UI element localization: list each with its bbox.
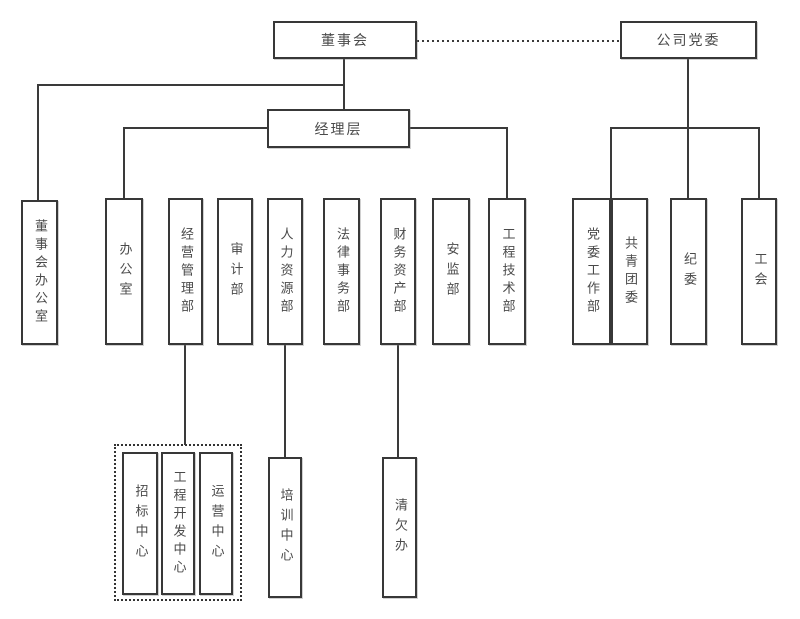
org-node-discipline-committee: 纪委	[670, 198, 707, 345]
org-node-audit: 审计部	[217, 198, 253, 345]
org-node-human-resources: 人力资源部	[267, 198, 303, 345]
org-node-management: 经理层	[267, 109, 410, 148]
org-node-general-office-label: 办公室	[116, 241, 132, 302]
org-node-labor-union: 工会	[741, 198, 777, 345]
org-node-training-center-label: 培训中心	[277, 487, 293, 568]
org-node-safety-supervision-label: 安监部	[443, 241, 459, 302]
org-node-party-work: 党委工作部	[572, 198, 611, 345]
org-node-engineering-development-center-label: 工程开发中心	[170, 469, 186, 578]
org-node-engineering-development-center: 工程开发中心	[161, 452, 195, 595]
org-node-party-committee-label: 公司党委	[656, 33, 721, 49]
org-node-party-work-label: 党委工作部	[584, 226, 599, 317]
org-node-business-management: 经营管理部	[168, 198, 203, 345]
org-node-operations-center-label: 运营中心	[208, 483, 224, 564]
org-node-engineering-technology-label: 工程技术部	[499, 226, 515, 317]
org-node-arrears-office-label: 清欠办	[392, 497, 407, 558]
org-node-bidding-center: 招标中心	[122, 452, 158, 595]
org-node-labor-union-label: 工会	[751, 251, 767, 292]
org-node-legal-affairs: 法律事务部	[323, 198, 360, 345]
centers-group-dotted-container	[114, 444, 242, 601]
org-node-youth-league: 共青团委	[611, 198, 648, 345]
org-node-board: 董事会	[273, 21, 417, 59]
org-node-legal-affairs-label: 法律事务部	[334, 226, 349, 317]
org-node-general-office: 办公室	[105, 198, 143, 345]
org-node-board-office-label: 董事会办公室	[32, 218, 47, 327]
org-node-board-office: 董事会办公室	[21, 200, 58, 345]
org-node-party-committee: 公司党委	[620, 21, 757, 59]
org-node-management-label: 经理层	[314, 121, 363, 138]
org-node-human-resources-label: 人力资源部	[277, 226, 293, 317]
org-node-discipline-committee-label: 纪委	[681, 251, 696, 292]
org-node-engineering-technology: 工程技术部	[488, 198, 526, 345]
org-node-finance-assets-label: 财务资产部	[390, 226, 406, 317]
org-node-bidding-center-label: 招标中心	[132, 483, 148, 564]
org-node-youth-league-label: 共青团委	[622, 235, 637, 308]
org-node-business-management-label: 经营管理部	[178, 226, 193, 317]
org-node-audit-label: 审计部	[227, 241, 243, 302]
org-node-training-center: 培训中心	[268, 457, 302, 598]
org-node-operations-center: 运营中心	[199, 452, 233, 595]
org-node-finance-assets: 财务资产部	[380, 198, 416, 345]
org-node-safety-supervision: 安监部	[432, 198, 470, 345]
org-node-board-label: 董事会	[321, 33, 369, 49]
org-node-arrears-office: 清欠办	[382, 457, 417, 598]
